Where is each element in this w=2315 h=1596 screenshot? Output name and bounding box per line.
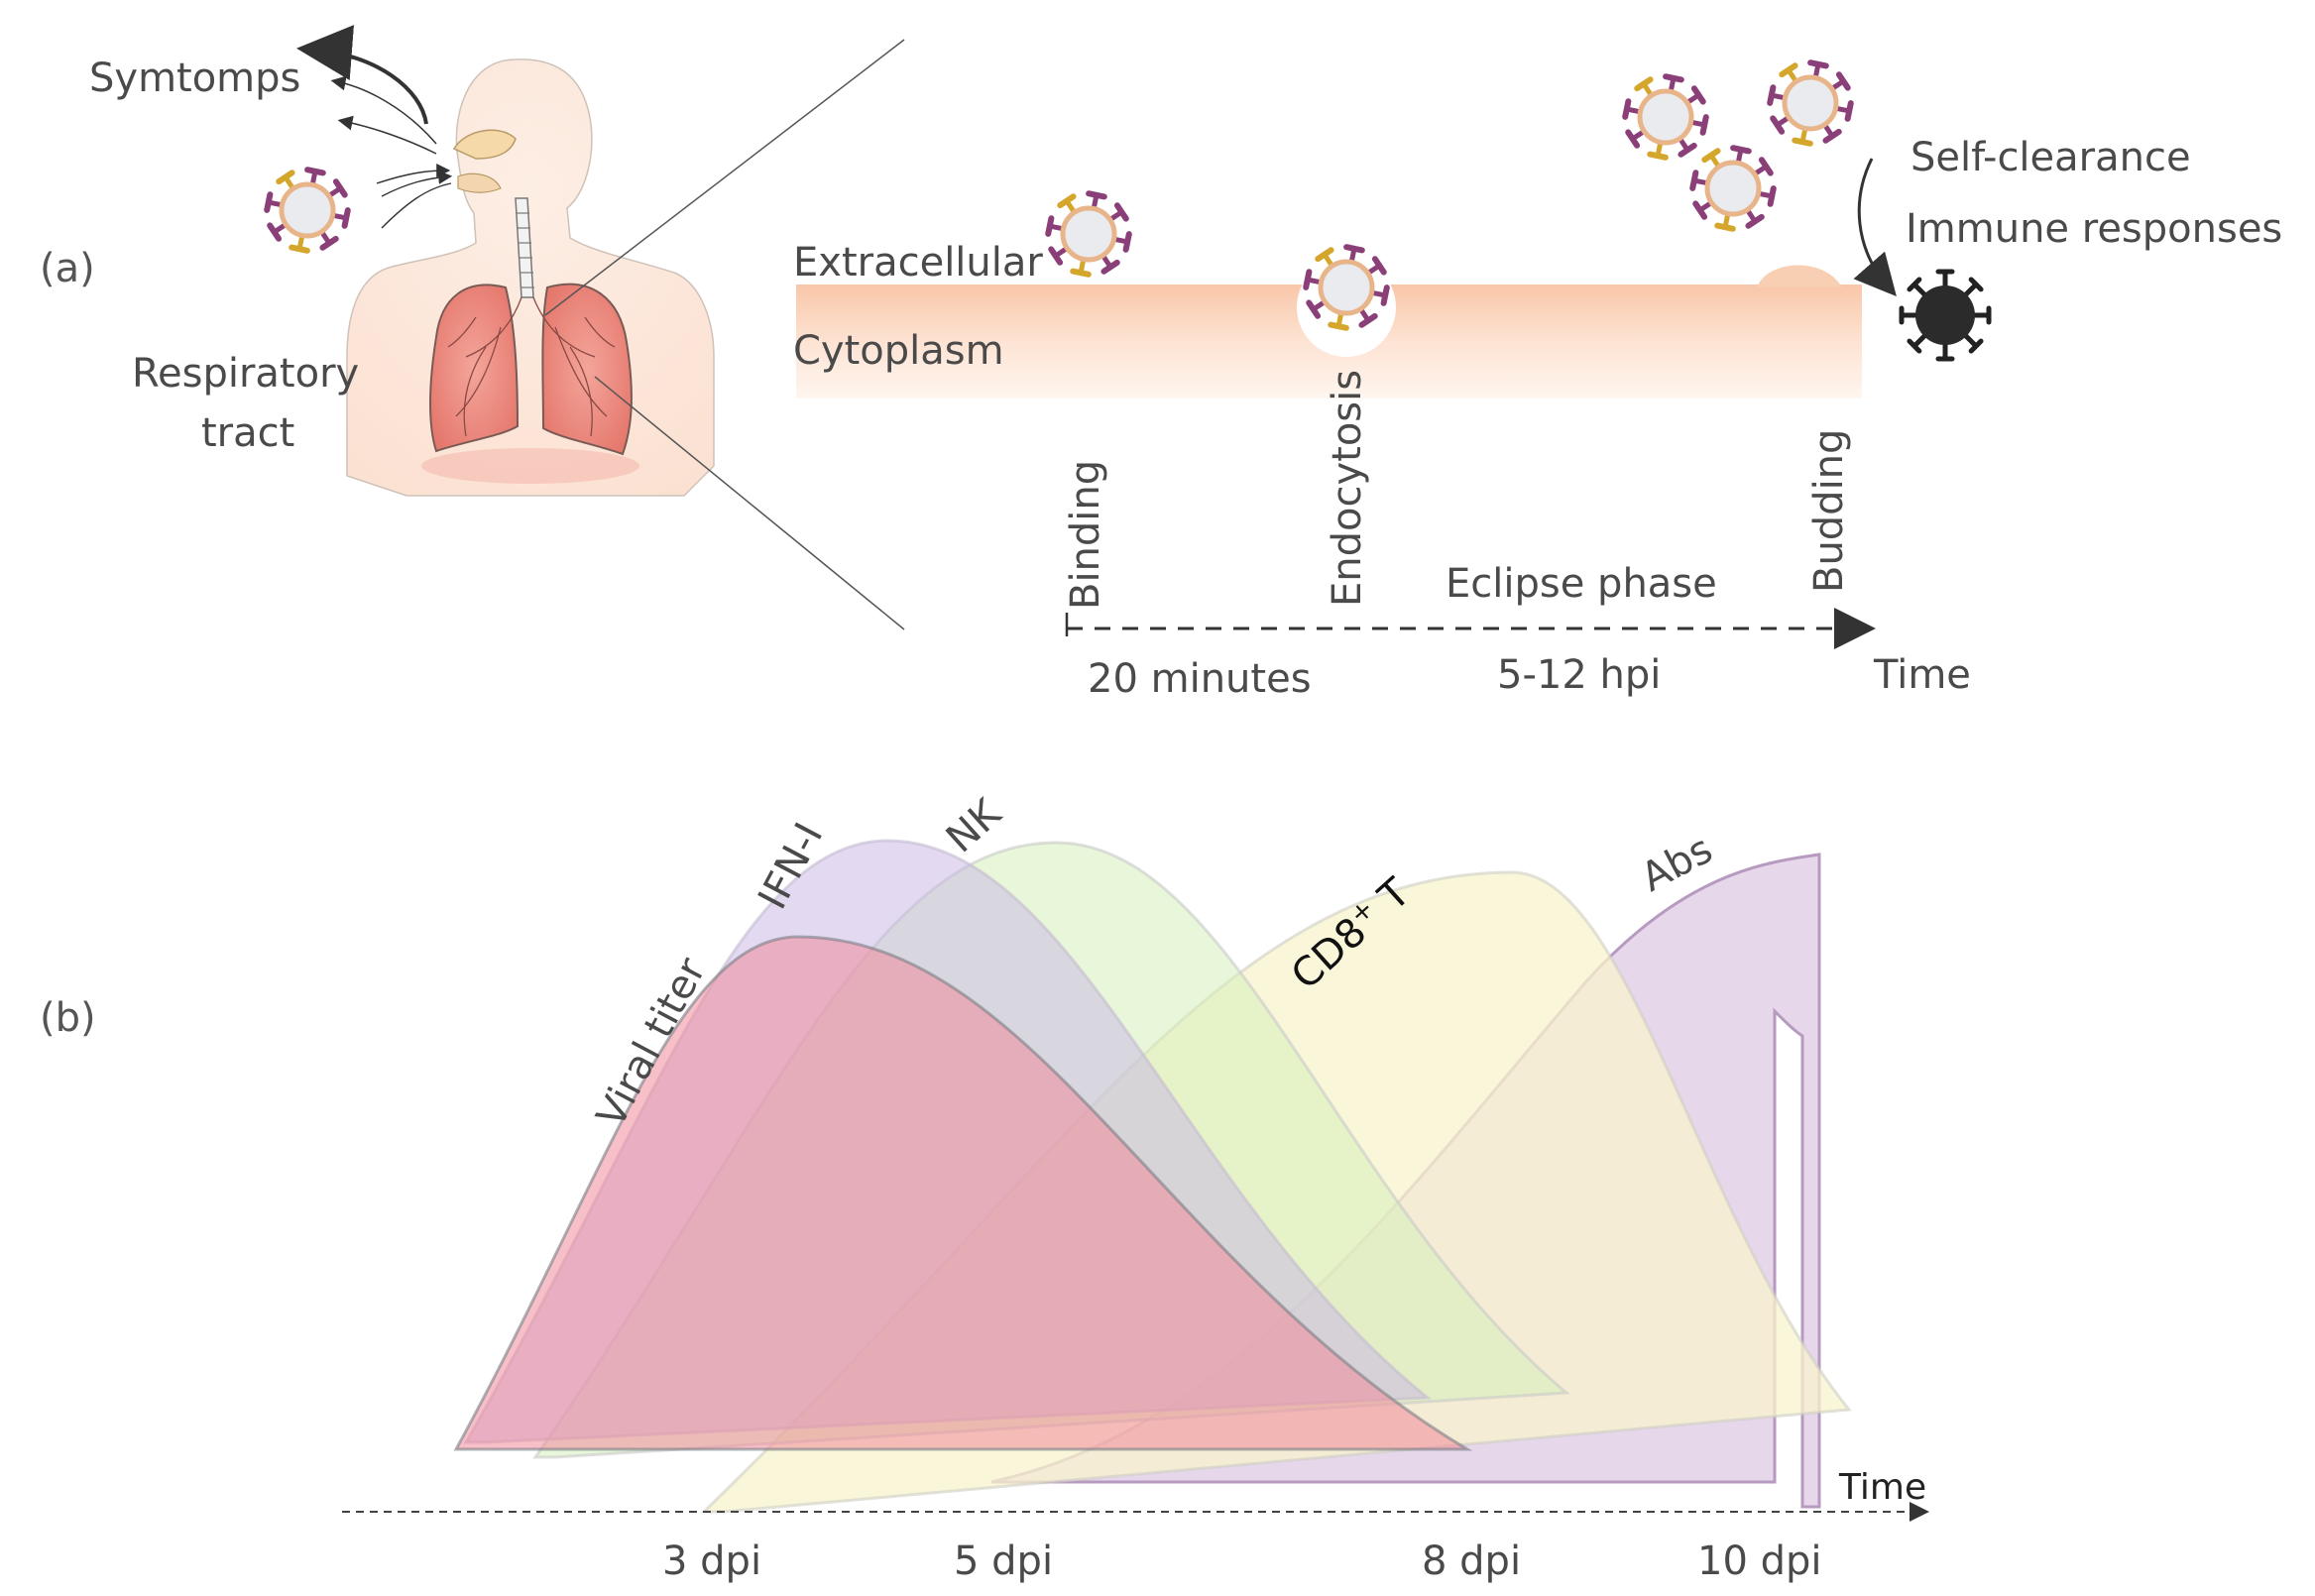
virus-particle-inhaled xyxy=(264,167,351,254)
zoom-line-upper xyxy=(544,39,905,316)
stage-endocytosis: Endocytosis xyxy=(1325,370,1370,607)
panel-a-label: (a) xyxy=(40,246,95,291)
immune-responses-label: Immune responses xyxy=(1906,206,2282,252)
tick-8dpi: 8 dpi xyxy=(1422,1539,1521,1584)
virus-particle-released-3 xyxy=(1689,145,1777,232)
tick-5dpi: 5 dpi xyxy=(954,1539,1053,1584)
zoom-line-lower xyxy=(594,376,905,630)
neutralized-virus-icon xyxy=(1899,269,1992,362)
virus-particle-binding xyxy=(1045,190,1132,278)
cytoplasm-label: Cytoplasm xyxy=(793,328,1004,374)
inhalation-arrows xyxy=(376,164,453,229)
stage-budding: Budding xyxy=(1806,429,1852,593)
virus-layer xyxy=(264,59,1854,331)
symptoms-arrows xyxy=(296,25,437,155)
self-clearance-label: Self-clearance xyxy=(1910,135,2191,180)
human-torso-illustration xyxy=(346,58,715,497)
symptoms-label: Symtomps xyxy=(89,56,300,101)
time-label-b: Time xyxy=(1838,1467,1926,1508)
respiratory-label-line2: tract xyxy=(201,410,294,456)
duration-5-12-hpi: 5-12 hpi xyxy=(1497,652,1661,698)
virus-particle-released-1 xyxy=(1622,73,1709,161)
eclipse-phase-label: Eclipse phase xyxy=(1446,561,1717,607)
virus-particle-endocytosis xyxy=(1303,244,1390,331)
curve-viral-titer xyxy=(453,935,1473,1451)
duration-20-minutes: 20 minutes xyxy=(1088,656,1312,702)
stage-binding: Binding xyxy=(1063,460,1108,610)
extracellular-label: Extracellular xyxy=(793,240,1043,285)
tick-10dpi: 10 dpi xyxy=(1697,1539,1822,1584)
panel-b-label: (b) xyxy=(40,995,96,1041)
immune-kinetics-curves xyxy=(453,839,1852,1514)
respiratory-label-line1: Respiratory xyxy=(132,351,359,397)
time-label-a: Time xyxy=(1873,652,1971,698)
virus-particle-released-2 xyxy=(1767,59,1854,147)
tick-3dpi: 3 dpi xyxy=(662,1539,761,1584)
clearance-arrow xyxy=(1853,158,1897,297)
